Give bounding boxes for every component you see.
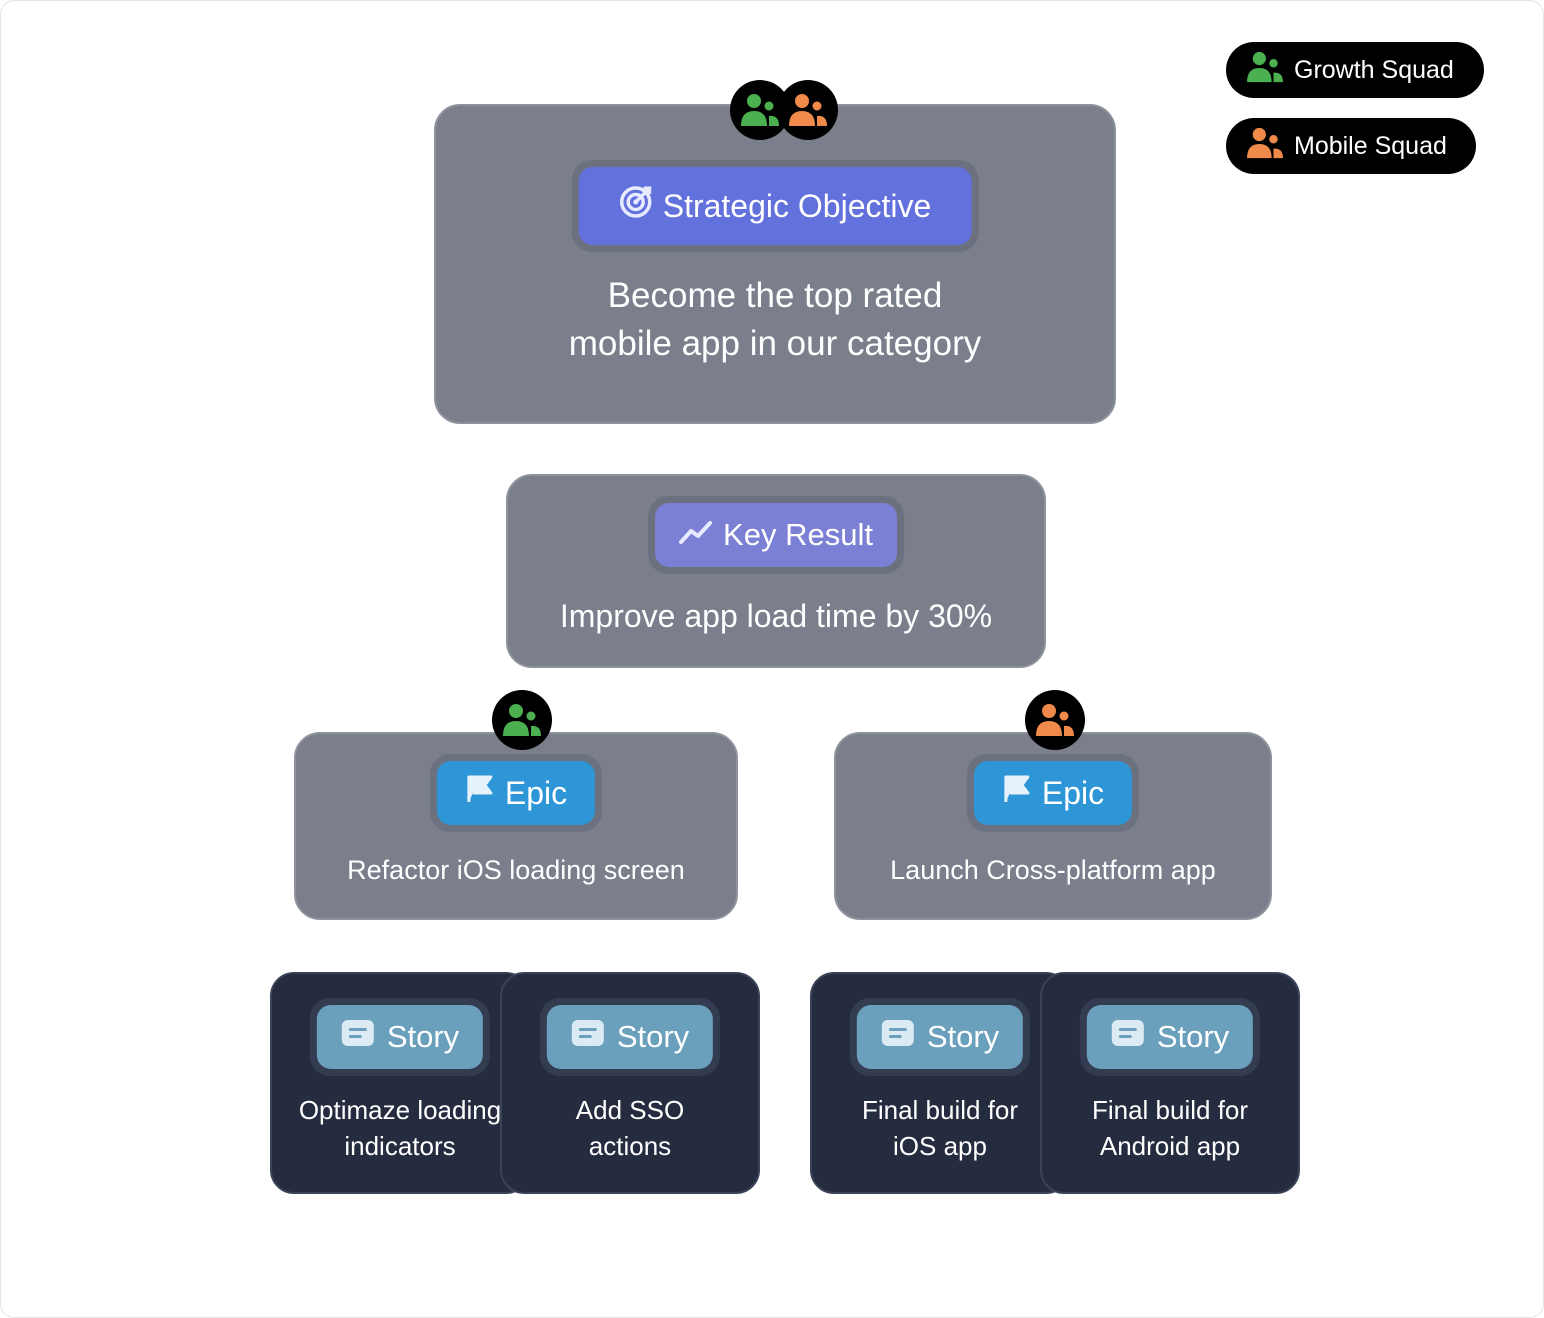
epic-card-growth[interactable]: Epic Refactor iOS loading screen xyxy=(294,732,738,920)
key-result-type-label: Key Result xyxy=(723,517,873,552)
story-label-wrap: Story xyxy=(539,998,721,1076)
epic-growth-squad-avatar[interactable] xyxy=(492,690,552,750)
people-icon xyxy=(741,94,779,126)
key-result-label-wrap: Key Result xyxy=(648,496,904,574)
legend-mobile-squad[interactable]: Mobile Squad xyxy=(1226,118,1476,174)
epic-type-label: Epic xyxy=(1041,774,1105,811)
epic-text: Refactor iOS loading screen xyxy=(347,855,685,885)
objective-type-badge: Strategic Objective xyxy=(578,167,972,245)
people-icon xyxy=(503,704,541,736)
objective-card[interactable]: Strategic Objective Become the top rated… xyxy=(434,104,1116,424)
epic-type-badge: Epic xyxy=(973,761,1133,825)
objective-type-label: Strategic Objective xyxy=(662,187,932,224)
objective-mobile-squad-avatar[interactable] xyxy=(778,80,838,140)
people-icon xyxy=(1246,126,1284,167)
story-type-badge: Story xyxy=(316,1005,484,1069)
objective-text: Become the top rated mobile app in our c… xyxy=(436,272,1114,368)
epic-type-label: Epic xyxy=(504,774,568,811)
target-icon xyxy=(619,185,653,227)
story-type-badge: Story xyxy=(1086,1005,1254,1069)
objective-label-wrap: Strategic Objective xyxy=(571,160,979,252)
people-icon xyxy=(1036,704,1074,736)
message-icon xyxy=(571,1019,605,1055)
objective-text-line1: Become the top rated xyxy=(607,276,943,315)
story-card[interactable]: Story Optimaze loading indicators xyxy=(270,972,530,1194)
message-icon xyxy=(341,1019,375,1055)
story-text: Optimaze loading indicators xyxy=(298,1095,502,1161)
legend-label: Mobile Squad xyxy=(1294,131,1447,160)
story-label-wrap: Story xyxy=(309,998,491,1076)
key-result-card[interactable]: Key Result Improve app load time by 30% xyxy=(506,474,1046,668)
story-type-label: Story xyxy=(926,1019,1000,1054)
story-text: Final build for Android app xyxy=(1091,1095,1249,1161)
key-result-type-badge: Key Result xyxy=(655,503,897,567)
epic-label-wrap: Epic xyxy=(429,754,603,832)
story-type-label: Story xyxy=(616,1019,690,1054)
people-icon xyxy=(789,94,827,126)
epic-text: Launch Cross-platform app xyxy=(890,855,1216,885)
story-type-badge: Story xyxy=(546,1005,714,1069)
people-icon xyxy=(1246,50,1284,91)
story-text: Add SSO actions xyxy=(575,1095,685,1161)
story-type-badge: Story xyxy=(856,1005,1024,1069)
flag-icon xyxy=(1002,774,1032,812)
objective-text-line2: mobile app in our category xyxy=(568,324,982,363)
epic-type-badge: Epic xyxy=(436,761,596,825)
message-icon xyxy=(881,1019,915,1055)
story-type-label: Story xyxy=(386,1019,460,1054)
story-label-wrap: Story xyxy=(1079,998,1261,1076)
story-card[interactable]: Story Add SSO actions xyxy=(500,972,760,1194)
trend-icon xyxy=(679,517,713,553)
legend-label: Growth Squad xyxy=(1294,55,1454,84)
message-icon xyxy=(1111,1019,1145,1055)
flag-icon xyxy=(465,774,495,812)
legend-growth-squad[interactable]: Growth Squad xyxy=(1226,42,1484,98)
story-text: Final build for iOS app xyxy=(861,1095,1019,1161)
epic-mobile-squad-avatar[interactable] xyxy=(1025,690,1085,750)
story-type-label: Story xyxy=(1156,1019,1230,1054)
story-card[interactable]: Story Final build for iOS app xyxy=(810,972,1070,1194)
epic-card-mobile[interactable]: Epic Launch Cross-platform app xyxy=(834,732,1272,920)
story-card[interactable]: Story Final build for Android app xyxy=(1040,972,1300,1194)
story-label-wrap: Story xyxy=(849,998,1031,1076)
key-result-text: Improve app load time by 30% xyxy=(559,598,993,634)
epic-label-wrap: Epic xyxy=(966,754,1140,832)
